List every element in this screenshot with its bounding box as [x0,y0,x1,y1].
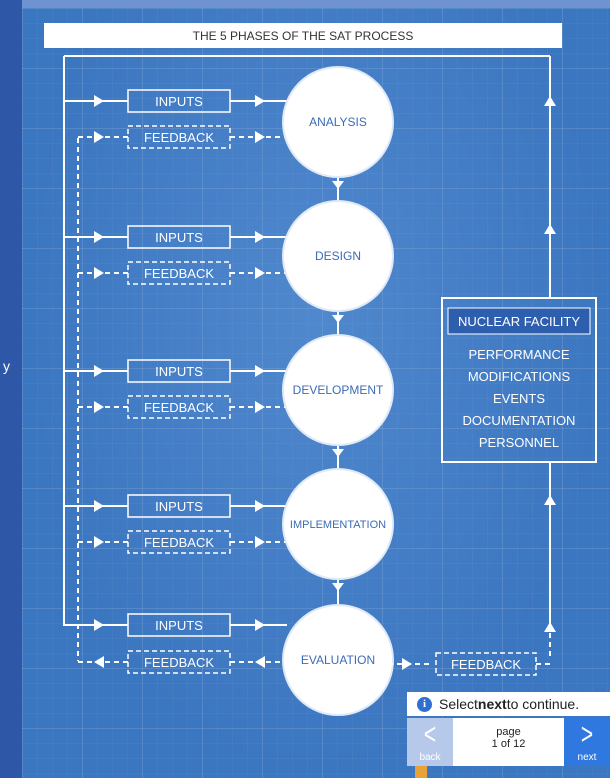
evaluation-feedback-out: FEEDBACK [388,652,550,676]
up-arrows [544,96,556,632]
inputs-label: INPUTS [155,230,203,245]
facility-item: DOCUMENTATION [463,413,576,428]
info-icon: i [417,696,432,712]
facility-item: MODIFICATIONS [468,369,571,384]
facility-item: PERSONNEL [479,435,559,450]
phase-label: DEVELOPMENT [293,383,384,397]
phase-circle [282,200,394,312]
nav-bar: < back page 1 of 12 > next [407,718,610,766]
page-indicator: page 1 of 12 [453,726,564,750]
next-button[interactable]: > next [564,718,610,766]
phase-label: IMPLEMENTATION [290,519,386,531]
page-count: 1 of 12 [491,738,526,750]
inputs-label: INPUTS [155,94,203,109]
phase-circle [282,468,394,580]
hint-suffix: to continue. [506,696,580,712]
phase-row: INPUTS FEEDBACK IMPLEMENTATION [64,468,394,605]
phase-label: DESIGN [315,249,361,263]
hint-next-word: next [477,696,507,712]
back-label: back [419,752,441,763]
feedback-label: FEEDBACK [144,400,214,415]
left-panel-glyph: y [3,358,10,374]
nuclear-facility-box [441,297,597,463]
nuclear-facility-header [447,307,591,335]
hint-prefix: Select [439,696,478,712]
feedback-label: FEEDBACK [144,266,214,281]
phase-rows: INPUTS FEEDBACK ANALYSIS INPUTS FEEDBACK DESI… [64,66,394,716]
inputs-label: INPUTS [155,499,203,514]
nuclear-facility-title: NUCLEAR FACILITY [458,314,580,329]
next-label: next [577,752,597,763]
phase-circle [282,66,394,178]
page-label: page [496,726,521,738]
phase-circle [282,334,394,446]
chevron-right-icon: > [580,718,594,751]
feedback-label: FEEDBACK [144,535,214,550]
top-strip [0,0,610,8]
inputs-label: INPUTS [155,364,203,379]
phase-label: EVALUATION [301,653,375,667]
diagram-title: THE 5 PHASES OF THE SAT PROCESS [193,29,414,43]
phase-row: INPUTS FEEDBACK DEVELOPMENT [64,334,394,469]
evaluation-feedback-out-label: FEEDBACK [451,657,521,672]
phase-row: INPUTS FEEDBACK DESIGN [64,200,394,335]
feedback-label: FEEDBACK [144,655,214,670]
phase-circle [282,604,394,716]
phase-row: INPUTS FEEDBACK EVALUATION [64,604,394,716]
phase-row: INPUTS FEEDBACK ANALYSIS [64,66,394,201]
left-panel: y [0,0,22,778]
feedback-label: FEEDBACK [144,130,214,145]
chevron-left-icon: < [423,718,437,751]
facility-item: EVENTS [493,391,545,406]
facility-item: PERFORMANCE [468,347,569,362]
phase-label: ANALYSIS [309,115,367,129]
navigation-panel: i Select next to continue. < back page 1… [407,692,610,778]
diagram-title-bar [44,23,562,48]
continue-hint: i Select next to continue. [407,692,610,716]
corner-marker [415,766,427,778]
inputs-label: INPUTS [155,618,203,633]
back-button[interactable]: < back [407,718,453,766]
